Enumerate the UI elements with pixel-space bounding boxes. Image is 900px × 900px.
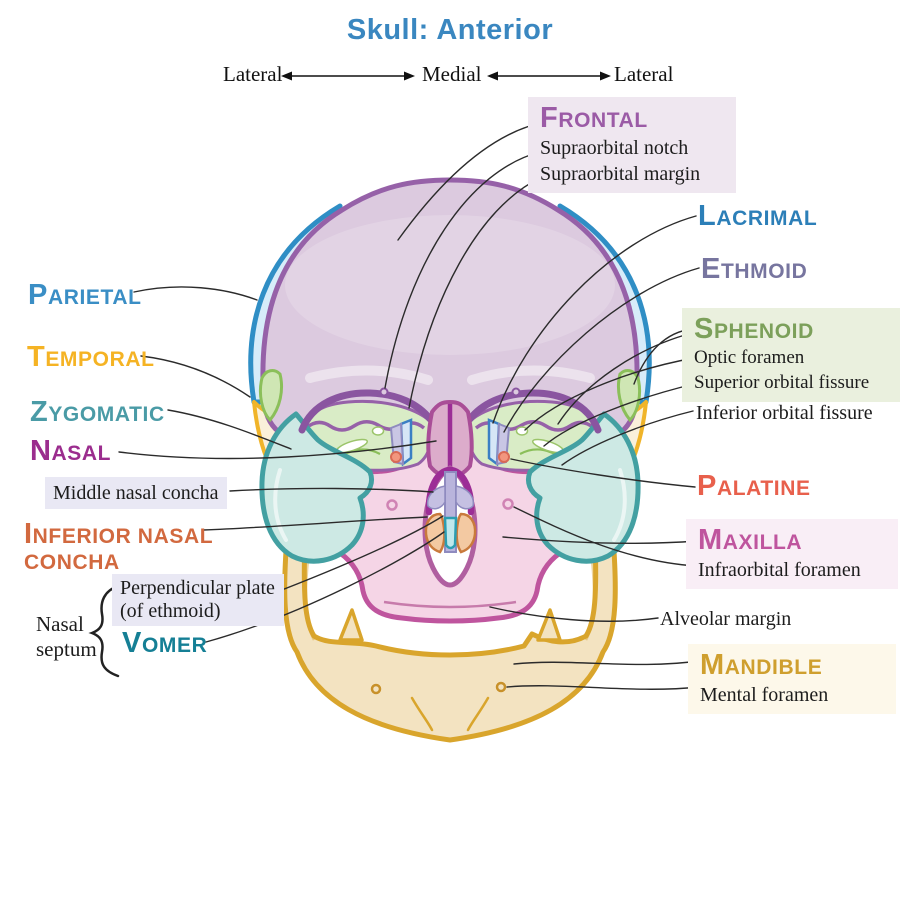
- nasal-aperture-shape: [422, 465, 478, 588]
- label-mental-foramen: Mental foramen: [700, 684, 829, 707]
- label-perpendicular-plate: Perpendicular plate (of ethmoid): [112, 574, 284, 626]
- leader-vomer: [205, 531, 445, 643]
- vomer-shape: [443, 516, 458, 550]
- leader-supraorbital-notch: [384, 151, 541, 389]
- zygomatic-bone-shape: [259, 411, 641, 564]
- label-maxilla: Maxilla: [698, 524, 803, 556]
- label-superior-orbital-fissure: Superior orbital fissure: [694, 372, 870, 394]
- leader-lacrimal: [492, 215, 697, 424]
- label-supraorbital-notch: Supraorbital notch: [540, 137, 689, 160]
- middle-nasal-concha-right: [455, 485, 475, 510]
- leader-inferior-nasal-concha: [202, 516, 428, 531]
- nasal-bone-shape: [426, 400, 474, 479]
- infraorbital-foramen-right: [502, 498, 514, 510]
- leader-temporal: [140, 355, 251, 398]
- inferior-nasal-concha-right: [455, 512, 477, 554]
- label-frontal: Frontal: [540, 102, 648, 134]
- optic-foramen-right: [515, 426, 529, 436]
- label-nasal: Nasal: [30, 435, 112, 467]
- label-supraorbital-margin: Supraorbital margin: [540, 163, 701, 186]
- leader-sphenoid-b: [557, 332, 693, 425]
- label-palatine: Palatine: [697, 470, 811, 502]
- label-vomer: Vomer: [122, 627, 208, 659]
- orientation-label-right: Lateral: [614, 62, 674, 86]
- orientation-label-left: Lateral: [223, 62, 283, 86]
- label-sphenoid: Sphenoid: [694, 313, 814, 345]
- label-middle-nasal-concha: Middle nasal concha: [45, 477, 227, 509]
- label-inferior-nasal-concha: Inferior nasal concha: [24, 518, 213, 574]
- leader-mandible: [513, 660, 699, 666]
- frontal-label-box: Frontal Supraorbital notch Supraorbital …: [528, 97, 736, 194]
- double-arrow-icon: [487, 71, 611, 81]
- leader-frontal: [397, 122, 541, 241]
- leader-infraorbital-foramen: [513, 506, 698, 567]
- supraorbital-notch-left: [379, 387, 389, 397]
- leader-nasal: [118, 440, 437, 460]
- label-temporal: Temporal: [27, 341, 155, 373]
- middle-nasal-concha-left: [426, 485, 446, 510]
- label-alveolar-margin: Alveolar margin: [660, 608, 792, 630]
- infraorbital-foramen-left: [386, 499, 398, 511]
- leader-alveolar-margin: [489, 606, 659, 622]
- sphenoid-lateral-shape: [258, 369, 642, 423]
- mental-foramen-left: [370, 683, 382, 695]
- label-mandible: Mandible: [700, 649, 823, 681]
- label-parietal: Parietal: [28, 279, 142, 311]
- label-infraorbital-foramen: Infraorbital foramen: [698, 559, 861, 582]
- label-optic-foramen: Optic foramen: [694, 347, 805, 369]
- mental-foramen-right: [495, 681, 507, 693]
- leader-supraorbital-margin: [408, 177, 541, 409]
- sphenoid-label-box: Sphenoid Optic foramen Superior orbital …: [682, 308, 900, 402]
- palatine-bone-left: [390, 451, 402, 463]
- leader-mental-foramen: [506, 685, 699, 690]
- leader-parietal: [133, 286, 258, 301]
- leader-ethmoid: [503, 267, 700, 433]
- leader-palatine: [510, 458, 696, 488]
- double-arrow-icon: [281, 71, 415, 81]
- leader-inferior-orbital-fissure: [561, 410, 694, 466]
- nasal-septum-brace: [88, 584, 120, 678]
- label-zygomatic: Zygomatic: [30, 396, 165, 428]
- maxilla-label-box: Maxilla Infraorbital foramen: [686, 519, 898, 590]
- supraorbital-notch-right: [511, 387, 521, 397]
- mandible-label-box: Mandible Mental foramen: [688, 644, 896, 715]
- optic-foramen-left: [371, 426, 385, 436]
- label-lacrimal: Lacrimal: [698, 200, 818, 232]
- leader-middle-nasal-concha: [229, 487, 434, 493]
- leader-optic-foramen: [524, 357, 695, 431]
- orientation-label-center: Medial: [422, 62, 482, 86]
- leader-zygomatic: [167, 409, 292, 450]
- leader-superior-orbital-fissure: [543, 383, 695, 447]
- page-title: Skull: Anterior: [346, 14, 554, 46]
- palatine-bone-right: [498, 451, 510, 463]
- label-nasal-septum: Nasal septum: [36, 612, 97, 662]
- label-inferior-orbital-fissure: Inferior orbital fissure: [696, 402, 873, 424]
- label-ethmoid: Ethmoid: [701, 253, 808, 285]
- leader-lines: [118, 122, 700, 690]
